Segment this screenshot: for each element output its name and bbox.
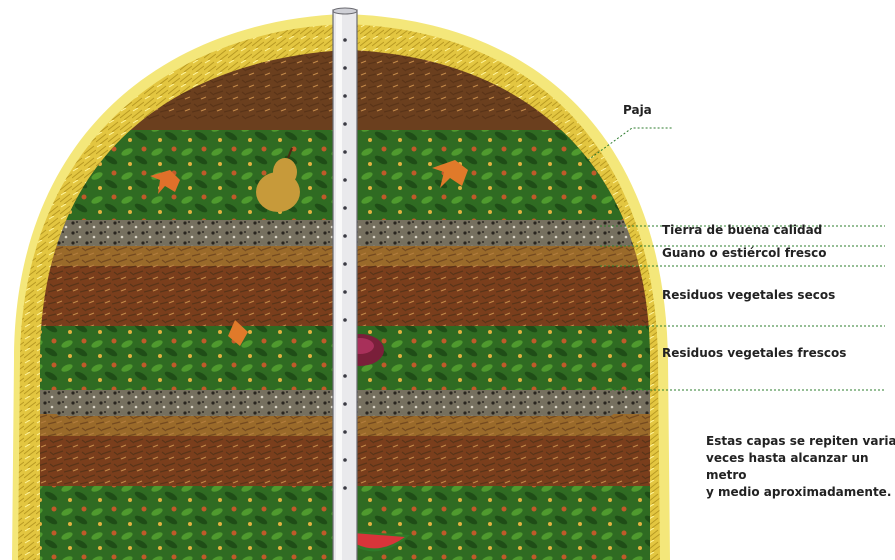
label-dry-waste: Residuos vegetales secos [662, 288, 835, 302]
repeat-note-line2: veces hasta alcanzar un metro [706, 450, 895, 484]
label-straw: Paja [623, 103, 652, 117]
label-topsoil: Tierra de buena calidad [662, 223, 822, 237]
repeat-note-line3: y medio aproximadamente. [706, 484, 895, 501]
aeration-pipe [333, 8, 357, 560]
label-manure: Guano o estiércol fresco [662, 246, 827, 260]
repeat-note-line1: Estas capas se repiten varias [706, 433, 895, 450]
label-fresh-waste: Residuos vegetales frescos [662, 346, 846, 360]
repeat-note: Estas capas se repiten varias veces hast… [706, 433, 895, 501]
